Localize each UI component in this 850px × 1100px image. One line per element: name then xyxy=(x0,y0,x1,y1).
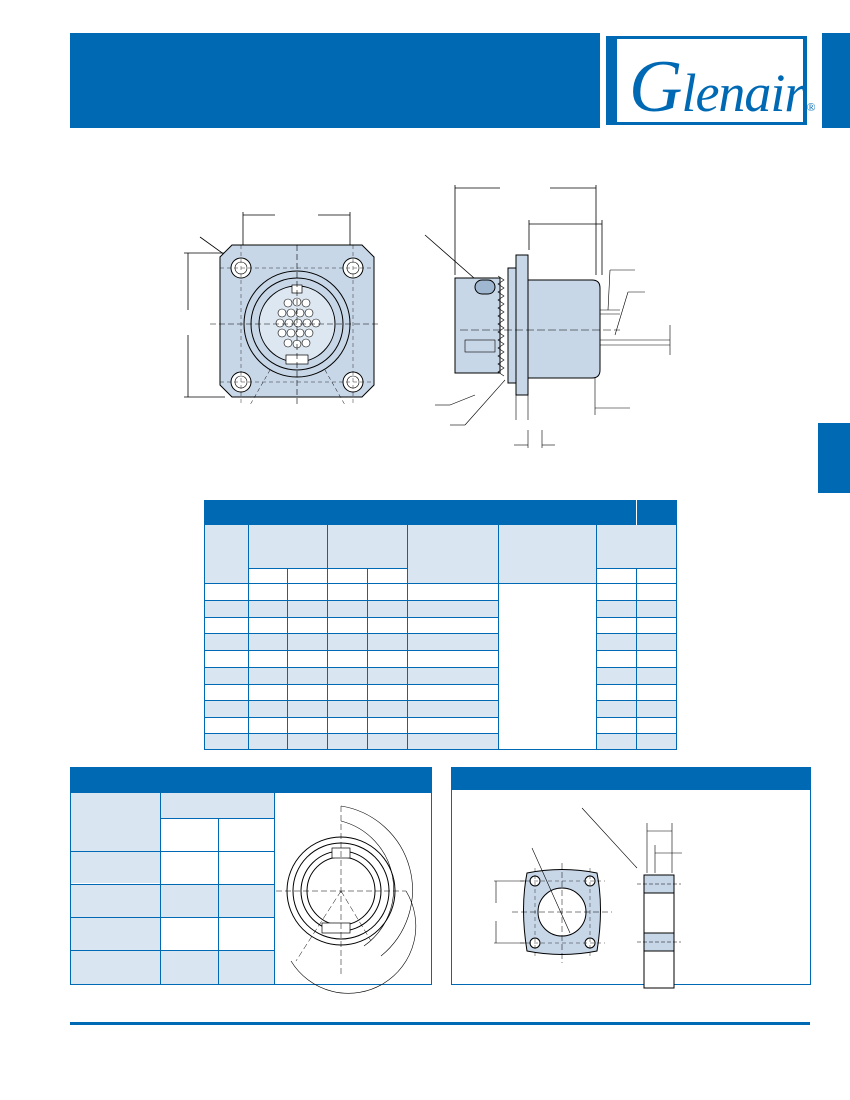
receptacle-front-view-drawing xyxy=(184,212,380,406)
footer-rule xyxy=(70,1022,810,1025)
receptacle-side-view-drawing xyxy=(424,185,671,448)
panel-cross-section-drawing xyxy=(637,823,682,989)
title-bar xyxy=(70,33,600,128)
keying-panel xyxy=(70,767,432,994)
section-side-tab xyxy=(818,423,850,493)
header-right-strip xyxy=(822,33,850,128)
connector-face-drawing xyxy=(276,805,417,994)
dimensions-table xyxy=(204,500,677,750)
panel-cutout-drawing xyxy=(494,807,638,963)
panel-cutout-panel xyxy=(451,767,811,989)
logo-frame: Glenair® xyxy=(603,33,816,128)
glenair-logo: Glenair® xyxy=(616,38,816,128)
